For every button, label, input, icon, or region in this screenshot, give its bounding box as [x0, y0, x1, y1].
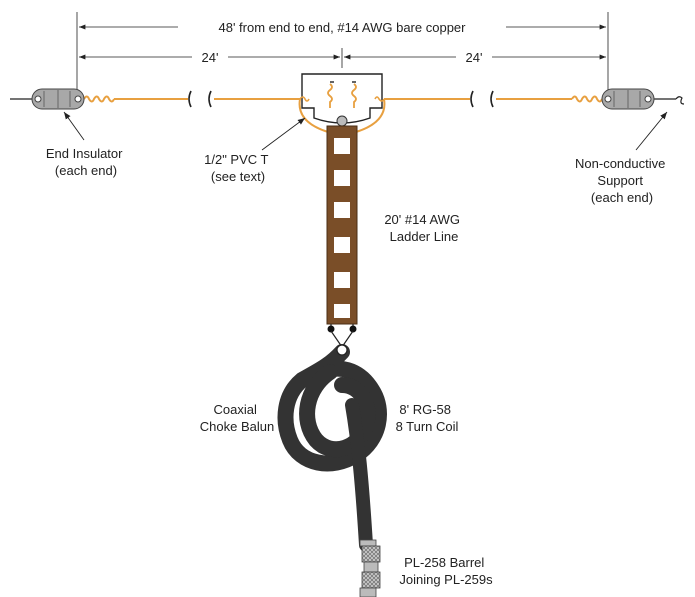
end-insulator-left — [31, 88, 85, 110]
pvc-t-center — [298, 73, 386, 133]
leader-lines — [63, 111, 668, 151]
total-length-label: 48' from end to end, #14 AWG bare copper — [219, 20, 467, 35]
support-ropes — [10, 96, 685, 105]
antenna-wire-right — [384, 95, 603, 103]
dimension-lines — [76, 12, 609, 90]
antenna-wire-left — [83, 95, 300, 103]
left-half-length-label: 24' — [202, 50, 219, 65]
ladder-line-label: 20' #14 AWG Ladder Line — [384, 212, 463, 244]
pl-258-barrel-connector — [359, 539, 381, 597]
barrel-label: PL-258 Barrel Joining PL-259s — [399, 555, 493, 587]
coax-choke-balun — [277, 344, 387, 552]
choke-balun-label: Coaxial Choke Balun — [200, 402, 274, 434]
wire-break-symbols — [188, 90, 494, 108]
ladder-line — [326, 125, 358, 348]
end-insulator-right — [601, 88, 655, 110]
coil-label: 8' RG-58 8 Turn Coil — [396, 402, 459, 434]
right-half-length-label: 24' — [466, 50, 483, 65]
end-insulator-label: End Insulator (each end) — [46, 146, 126, 178]
pvc-t-label: 1/2" PVC T (see text) — [204, 152, 272, 184]
support-label: Non-conductive Support (each end) — [575, 156, 669, 205]
